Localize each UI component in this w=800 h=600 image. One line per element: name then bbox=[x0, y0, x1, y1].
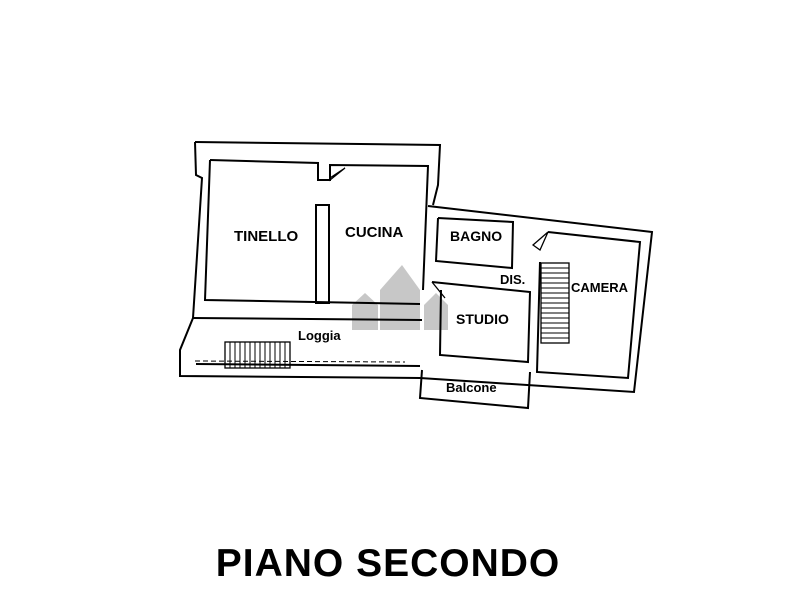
room-label-cucina: CUCINA bbox=[345, 224, 403, 241]
floor-title: PIANO SECONDO bbox=[215, 542, 561, 585]
room-label-dis: DIS. bbox=[500, 272, 525, 287]
outer-walls bbox=[179, 141, 654, 394]
room-label-bagno: BAGNO bbox=[450, 228, 502, 244]
balcone-outline bbox=[418, 369, 531, 410]
loggia-railing bbox=[194, 360, 406, 363]
room-label-loggia: Loggia bbox=[298, 328, 341, 343]
room-label-studio: STUDIO bbox=[456, 311, 509, 327]
partitions bbox=[315, 167, 642, 380]
stairs-loggia bbox=[224, 341, 291, 369]
room-label-balcone: Balcone bbox=[446, 380, 497, 395]
stairs-camera bbox=[540, 262, 570, 344]
room-label-camera: CAMERA bbox=[571, 280, 629, 295]
room-label-tinello: TINELLO bbox=[234, 228, 298, 245]
